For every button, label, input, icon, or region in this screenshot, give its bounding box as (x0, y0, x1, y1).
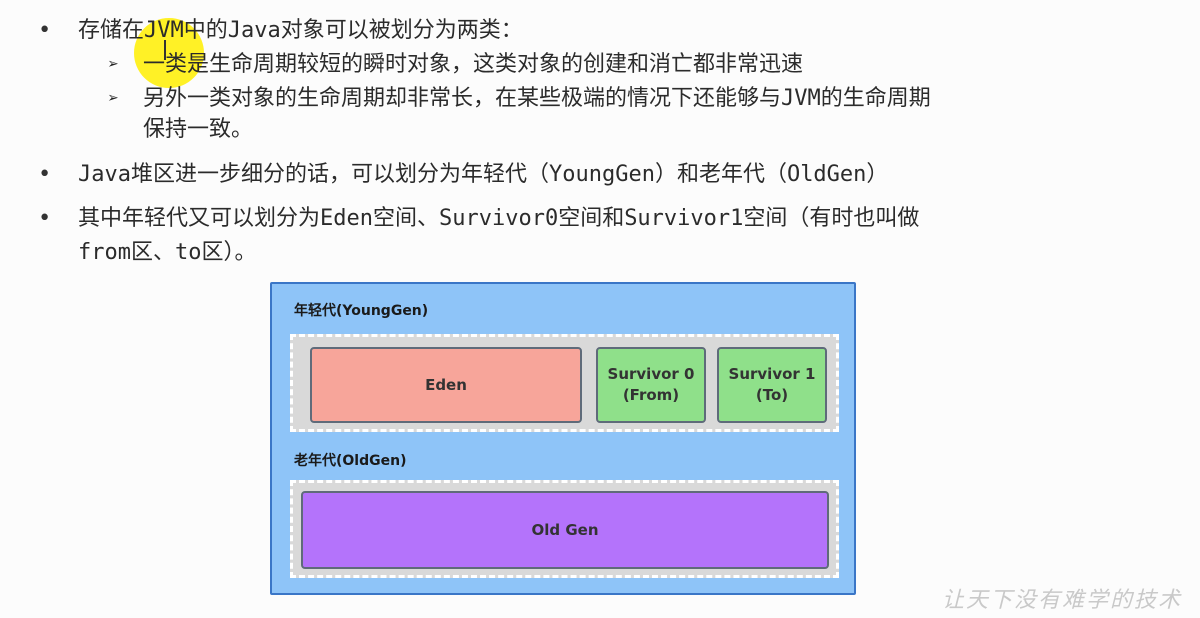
arrow-bullet-icon: ➢ (108, 88, 119, 109)
cursor-highlight (134, 18, 204, 88)
young-gen-container: Eden Survivor 0 (From) Survivor 1 (To) (290, 334, 839, 432)
young-gen-label: 年轻代(YoungGen) (294, 303, 429, 319)
eden-block: Eden (310, 347, 582, 423)
old-gen-block: Old Gen (301, 491, 829, 569)
old-gen-block-label: Old Gen (531, 520, 599, 539)
survivor-0-sublabel: (From) (622, 386, 680, 404)
survivor-0-label: Survivor 0 (607, 365, 695, 383)
bullet-dot-icon: • (38, 18, 52, 43)
survivor-1-label: Survivor 1 (728, 365, 816, 383)
bullet-dot-icon: • (38, 162, 52, 187)
bullet-1-sub-1-text: 一类是生命周期较短的瞬时对象，这类对象的创建和消亡都非常迅速 (143, 52, 804, 77)
survivor-0-block: Survivor 0 (From) (596, 347, 706, 423)
bullet-1-text: 存储在JVM中的Java对象可以被划分为两类： (78, 18, 523, 43)
heap-diagram: 年轻代(YoungGen) Eden Survivor 0 (From) Sur… (270, 282, 856, 595)
arrow-bullet-icon: ➢ (108, 54, 119, 75)
old-gen-label: 老年代(OldGen) (294, 453, 407, 469)
bullet-3-text-line-2: from区、to区）。 (78, 240, 257, 265)
survivor-1-block: Survivor 1 (To) (717, 347, 827, 423)
bullet-dot-icon: • (38, 206, 52, 231)
watermark-text: 让天下没有难学的技术 (941, 588, 1182, 613)
eden-label: Eden (425, 375, 467, 394)
text-cursor-icon (164, 40, 166, 60)
bullet-1-sub-2-text-line-1: 另外一类对象的生命周期却非常长，在某些极端的情况下还能够与JVM的生命周期 (143, 86, 931, 111)
old-gen-container: Old Gen (290, 480, 839, 578)
bullet-1-sub-2-text-line-2: 保持一致。 (143, 117, 254, 142)
bullet-2-text: Java堆区进一步细分的话，可以划分为年轻代（YoungGen）和老年代（Old… (78, 162, 889, 187)
survivor-1-sublabel: (To) (755, 386, 789, 404)
bullet-3-text-line-1: 其中年轻代又可以划分为Eden空间、Survivor0空间和Survivor1空… (78, 206, 920, 231)
